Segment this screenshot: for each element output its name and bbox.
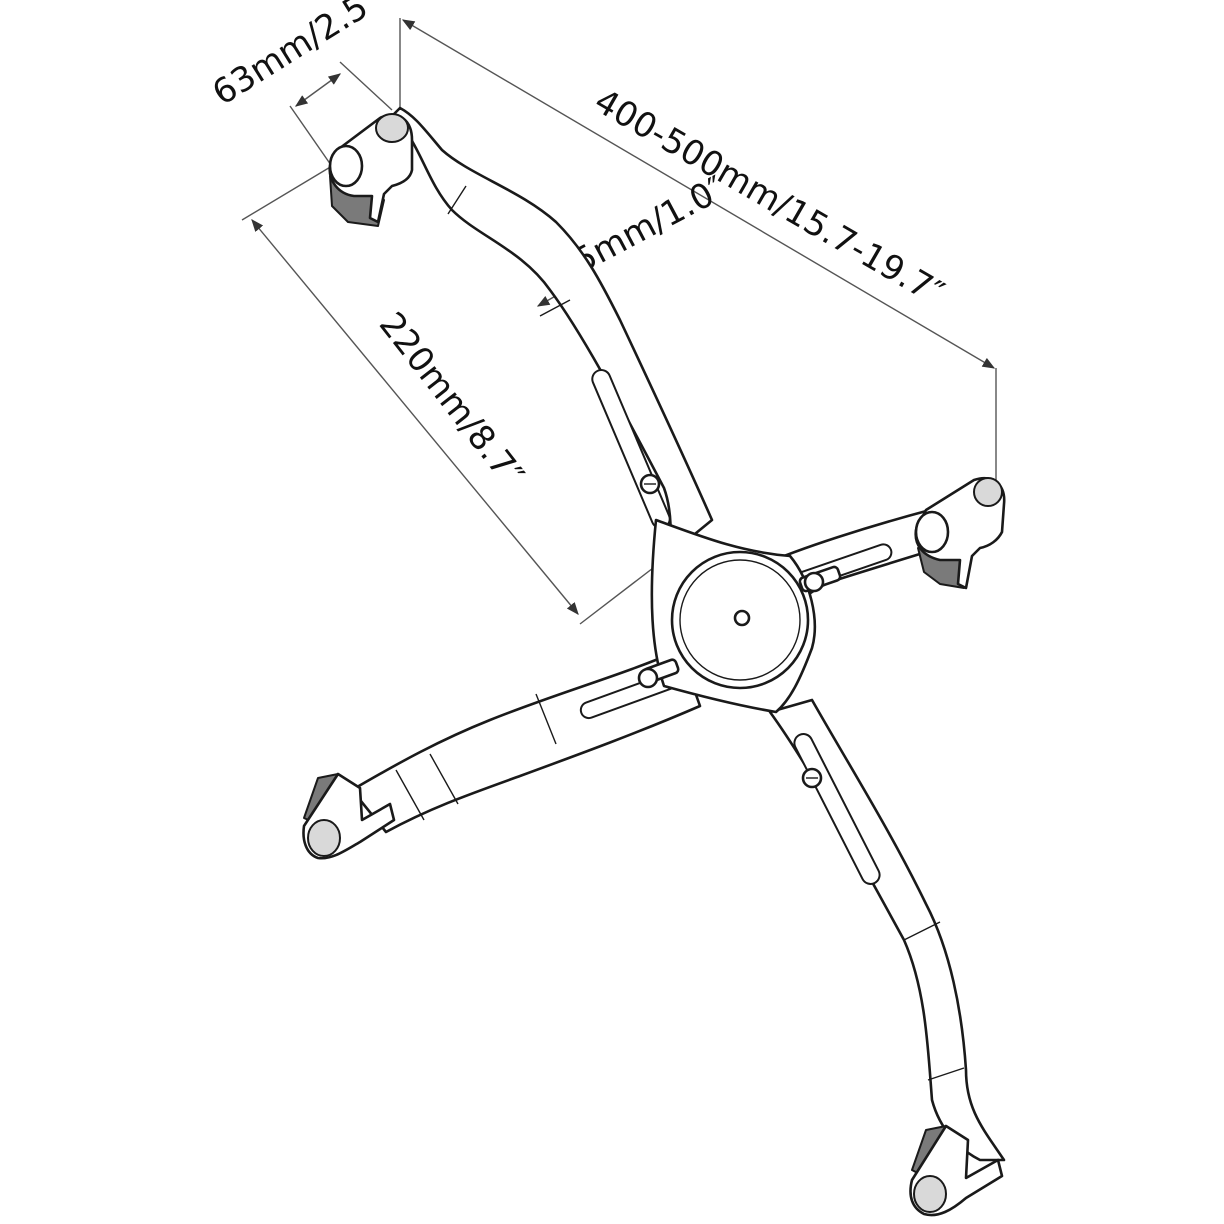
arm-segment-line [447,185,467,215]
corner-cap-top-left [328,113,414,227]
screw-upper-left [639,473,661,495]
corner-foot-lower-right [909,1124,1004,1217]
overall-span-label: 400-500mm/15.7-19.7″ [588,81,951,314]
cap-width-extension-right [339,61,393,111]
center-hub [650,518,816,714]
arm-segment-line [539,299,571,317]
center-mount-hole [733,609,751,627]
reach-extension-top [241,165,333,221]
arm-segment-line [395,769,425,821]
hub-plate-rim [679,559,801,681]
arm-segment-line [429,753,459,805]
arm-segment-line [927,1067,965,1081]
cap-end [913,1175,947,1213]
cap-end [328,144,364,188]
screw-right [798,565,842,593]
arm-lower-right [768,698,1006,1162]
screw-lower-right [801,767,823,789]
cap-width-label: 63mm/2.5″ [206,0,386,114]
cap-width-arrow [294,73,342,107]
cap-end [375,113,409,143]
corner-cap-right [914,477,1006,590]
screw-lower-left [637,658,680,689]
arm-upper-left [390,106,714,558]
cap-end [307,819,341,857]
arm-reach-label: 220mm/8.7″ [371,305,531,495]
slot-screws [637,473,842,789]
cap-end [973,477,1003,507]
cap-end [914,510,950,554]
arm-segment-line [535,693,557,745]
span-arrow [401,19,996,369]
arm-segment-line [903,921,941,941]
arm-lower-left [350,648,702,834]
reach-arrow [251,219,579,615]
corner-foot-lower-left [302,772,396,860]
dimension-lines [241,18,997,625]
